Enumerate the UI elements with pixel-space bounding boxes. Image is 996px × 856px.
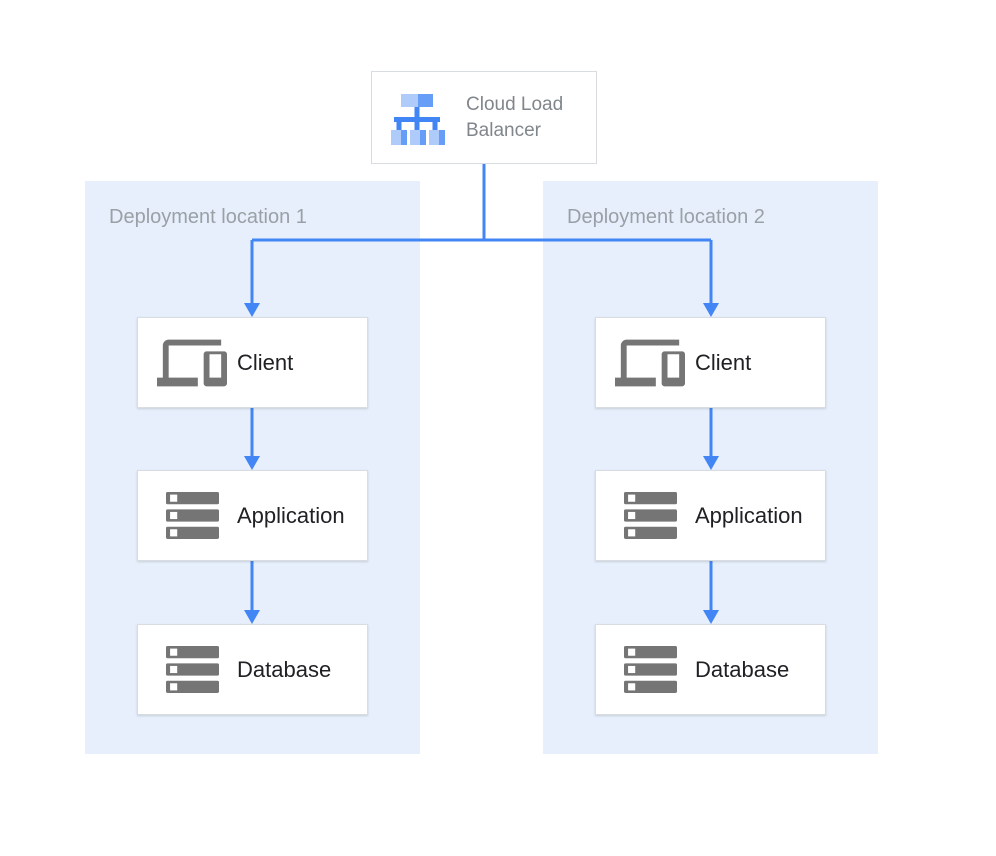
cloud-load-balancer-label: Cloud Load Balancer [466, 93, 564, 141]
client-node-label: Client [695, 349, 752, 375]
application-node-label: Application [237, 502, 345, 528]
server-stack-icon [612, 492, 688, 539]
devices-icon [154, 328, 230, 398]
client-node-location-2: Client [595, 317, 826, 408]
server-stack-icon [154, 646, 230, 693]
cloud-load-balancer-node: Cloud Load Balancer [371, 71, 597, 164]
database-node-location-1: Database [137, 624, 368, 715]
application-node-location-1: Application [137, 470, 368, 561]
database-node-label: Database [695, 656, 790, 682]
devices-icon [612, 328, 688, 398]
application-node-location-2: Application [595, 470, 826, 561]
deployment-location-1-label: Deployment location 1 [109, 206, 307, 228]
client-node-label: Client [237, 349, 294, 375]
server-stack-icon [154, 492, 230, 539]
client-node-location-1: Client [137, 317, 368, 408]
database-node-location-2: Database [595, 624, 826, 715]
database-node-label: Database [237, 656, 332, 682]
deployment-location-2-label: Deployment location 2 [567, 206, 765, 228]
application-node-label: Application [695, 502, 803, 528]
cloud-load-balancer-icon [389, 90, 445, 146]
server-stack-icon [612, 646, 688, 693]
